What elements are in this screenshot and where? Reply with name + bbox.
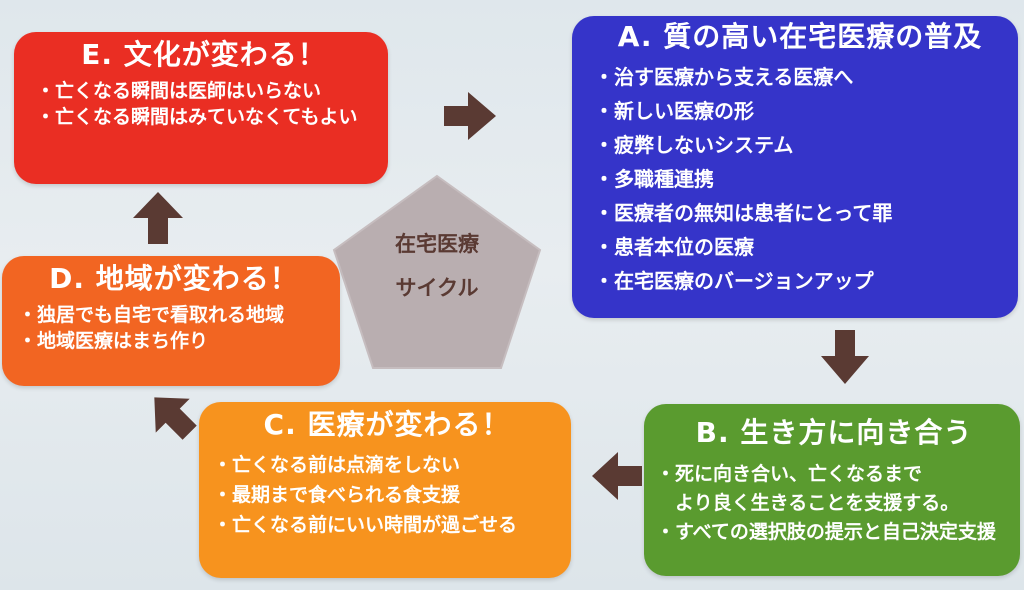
arrow-right-icon bbox=[444, 92, 496, 140]
list-item: ・死に向き合い、亡くなるまで bbox=[656, 463, 923, 485]
list-item: より良く生きることを支援する。 bbox=[656, 492, 960, 514]
arrow-down-icon bbox=[821, 330, 869, 384]
box-c-list: ・亡くなる前は点滴をしない ・最期まで食べられる食支援 ・亡くなる前にいい時間が… bbox=[213, 450, 561, 540]
list-item: ・亡くなる前にいい時間が過ごせる bbox=[213, 514, 518, 536]
box-e-culture: E. 文化が変わる！ ・亡くなる瞬間は医師はいらない ・亡くなる瞬間はみていなく… bbox=[14, 32, 388, 184]
box-b-list: ・死に向き合い、亡くなるまで より良く生きることを支援する。 ・すべての選択肢の… bbox=[656, 460, 1012, 547]
list-item: ・最期まで食べられる食支援 bbox=[213, 484, 461, 506]
list-item: ・疲弊しないシステム bbox=[594, 133, 794, 157]
box-a-quality-home-care: A. 質の高い在宅医療の普及 ・治す医療から支える医療へ ・新しい医療の形 ・疲… bbox=[572, 16, 1018, 318]
cycle-label-line1: 在宅医療 bbox=[395, 232, 479, 256]
list-item: ・亡くなる瞬間はみていなくてもよい bbox=[36, 106, 358, 128]
center-pentagon bbox=[332, 174, 542, 369]
list-item: ・すべての選択肢の提示と自己決定支援 bbox=[656, 521, 996, 543]
box-b-title: B. 生き方に向き合う bbox=[695, 416, 973, 449]
cycle-label-line2: サイクル bbox=[395, 276, 479, 300]
arrow-left-icon bbox=[592, 452, 642, 500]
box-d-community: D. 地域が変わる！ ・独居でも自宅で看取れる地域 ・地域医療はまち作り bbox=[2, 256, 340, 386]
list-item: ・患者本位の医療 bbox=[594, 235, 754, 259]
arrow-up-left-icon bbox=[154, 397, 197, 440]
list-item: ・亡くなる瞬間は医師はいらない bbox=[36, 80, 322, 102]
list-item: ・多職種連携 bbox=[594, 167, 714, 191]
box-b-way-of-life: B. 生き方に向き合う ・死に向き合い、亡くなるまで より良く生きることを支援す… bbox=[644, 404, 1020, 576]
box-c-medicine: C. 医療が変わる！ ・亡くなる前は点滴をしない ・最期まで食べられる食支援 ・… bbox=[199, 402, 571, 578]
arrow-up-icon bbox=[133, 192, 183, 244]
list-item: ・新しい医療の形 bbox=[594, 99, 754, 123]
list-item: ・在宅医療のバージョンアップ bbox=[594, 269, 874, 293]
list-item: ・地域医療はまち作り bbox=[18, 330, 209, 352]
box-e-list: ・亡くなる瞬間は医師はいらない ・亡くなる瞬間はみていなくてもよい bbox=[36, 78, 372, 130]
list-item: ・独居でも自宅で看取れる地域 bbox=[18, 304, 285, 326]
box-d-title: D. 地域が変わる！ bbox=[49, 262, 299, 295]
box-a-title: A. 質の高い在宅医療の普及 bbox=[617, 20, 983, 53]
box-d-list: ・独居でも自宅で看取れる地域 ・地域医療はまち作り bbox=[18, 302, 330, 354]
list-item: ・治す医療から支える医療へ bbox=[594, 65, 854, 89]
box-c-title: C. 医療が変わる！ bbox=[263, 408, 511, 441]
list-item: ・医療者の無知は患者にとって罪 bbox=[594, 201, 893, 225]
list-item: ・亡くなる前は点滴をしない bbox=[213, 454, 461, 476]
cycle-label: 在宅医療 サイクル bbox=[330, 222, 544, 310]
box-a-list: ・治す医療から支える医療へ ・新しい医療の形 ・疲弊しないシステム ・多職種連携… bbox=[594, 60, 1006, 298]
box-e-title: E. 文化が変わる！ bbox=[81, 38, 327, 71]
